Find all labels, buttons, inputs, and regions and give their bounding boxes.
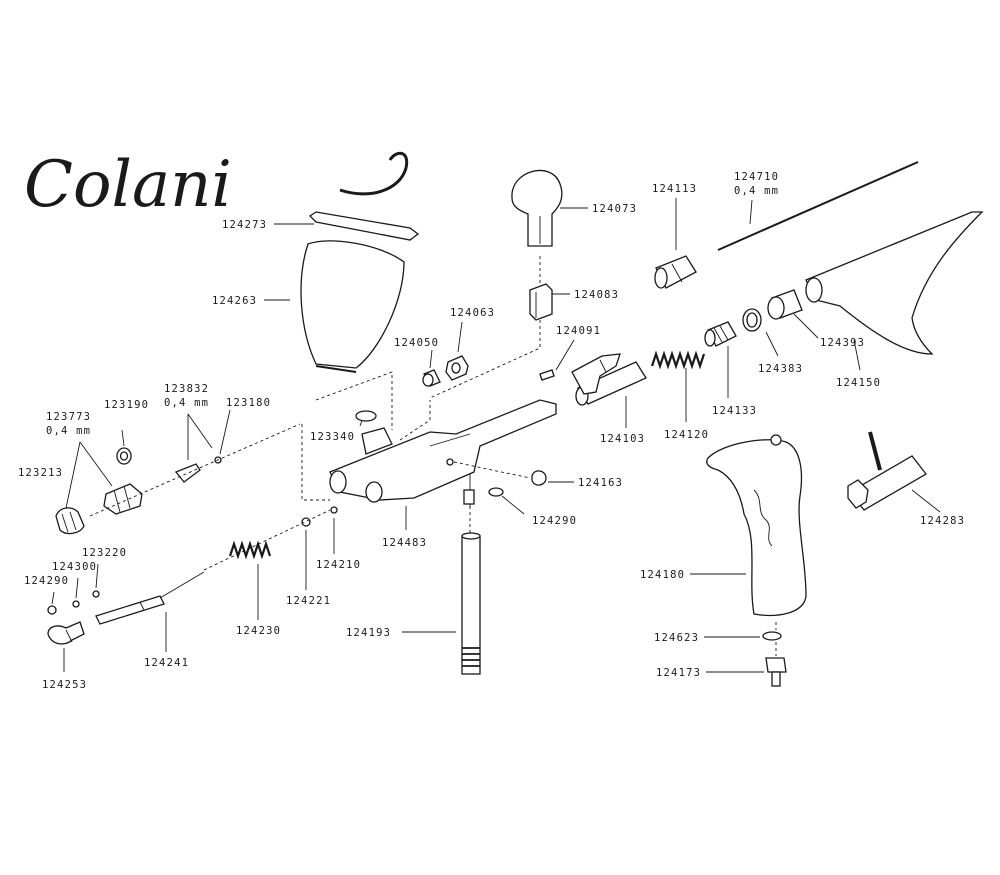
label-123220: 123220	[82, 547, 127, 559]
washer-124221	[301, 517, 311, 527]
part-labels: 124710 0,4 mm 124113 124073 124273 12426…	[18, 171, 965, 691]
label-123773: 123773	[46, 411, 91, 423]
label-124263: 124263	[212, 295, 257, 307]
label-124091: 124091	[556, 325, 601, 337]
grip-124180	[706, 434, 807, 617]
ring-124210	[330, 506, 338, 514]
color-cup-124263	[300, 240, 405, 373]
nut-124050	[422, 369, 441, 387]
cup-lid-124273	[308, 211, 420, 241]
handle-tail-124150	[805, 211, 984, 355]
label-124120: 124120	[664, 429, 709, 441]
spring-124230	[228, 540, 272, 560]
label-124073: 124073	[592, 203, 637, 215]
label-123180: 123180	[226, 397, 271, 409]
label-124710: 124710	[734, 171, 779, 183]
trigger-lever-124073	[511, 169, 563, 247]
label-124483: 124483	[382, 537, 427, 549]
label-124623: 124623	[654, 632, 699, 644]
assembly-lines	[89, 256, 777, 656]
label-124710-size: 0,4 mm	[734, 185, 779, 197]
label-124383: 124383	[758, 363, 803, 375]
label-124300: 124300	[52, 561, 97, 573]
washer-124290-a	[488, 487, 504, 497]
label-124050: 124050	[394, 337, 439, 349]
washer-123190	[116, 447, 132, 465]
wrench-124283	[847, 431, 927, 511]
label-123340: 123340	[310, 431, 355, 443]
spring-guide-124133	[704, 321, 737, 347]
ring-123220	[92, 590, 100, 598]
label-124150: 124150	[836, 377, 881, 389]
hose-connector-124193	[461, 532, 481, 675]
label-124253: 124253	[42, 679, 87, 691]
washer-124623	[762, 631, 782, 641]
label-124103: 124103	[600, 433, 645, 445]
spring-124120	[650, 350, 706, 370]
nozzle-cap-123213	[55, 507, 85, 535]
block-124083	[529, 283, 553, 321]
nozzle-body-123773	[103, 483, 143, 515]
label-123213: 123213	[18, 467, 63, 479]
nozzle-tip-123832	[174, 463, 201, 483]
label-124290-b: 124290	[24, 575, 69, 587]
label-124163: 124163	[578, 477, 623, 489]
label-124221: 124221	[286, 595, 331, 607]
nut-124173	[765, 657, 787, 687]
label-124173: 124173	[656, 667, 701, 679]
ring-124393	[767, 289, 803, 320]
logo-text: Colani	[24, 148, 232, 222]
label-124273: 124273	[222, 219, 267, 231]
label-124393: 124393	[820, 337, 865, 349]
label-124180: 124180	[640, 569, 685, 581]
label-123773-size: 0,4 mm	[46, 425, 91, 437]
nozzle-cap-124113	[654, 255, 697, 289]
washer-124290-b	[47, 605, 57, 615]
colani-logo: Colani	[24, 148, 409, 222]
label-123832-size: 0,4 mm	[164, 397, 209, 409]
label-124133: 124133	[712, 405, 757, 417]
nut-124063	[445, 355, 469, 381]
ring-124300	[72, 600, 80, 608]
label-123832: 123832	[164, 383, 209, 395]
valve-screw-124163	[531, 470, 547, 486]
leader-lines	[51, 198, 941, 673]
needle-guide-124241	[95, 571, 205, 625]
label-124193: 124193	[346, 627, 391, 639]
label-124113: 124113	[652, 183, 697, 195]
label-124210: 124210	[316, 559, 361, 571]
label-124230: 124230	[236, 625, 281, 637]
end-screw-124253	[47, 621, 85, 645]
label-124241: 124241	[144, 657, 189, 669]
ring-124383	[742, 308, 762, 332]
needle-124710	[717, 161, 919, 251]
label-124290-a: 124290	[532, 515, 577, 527]
washer-123340	[355, 410, 377, 422]
label-123190: 123190	[104, 399, 149, 411]
label-124083: 124083	[574, 289, 619, 301]
label-124283: 124283	[920, 515, 965, 527]
label-124063: 124063	[450, 307, 495, 319]
lever-assembly-124091	[539, 353, 621, 395]
airbrush-body-124483	[329, 399, 557, 508]
